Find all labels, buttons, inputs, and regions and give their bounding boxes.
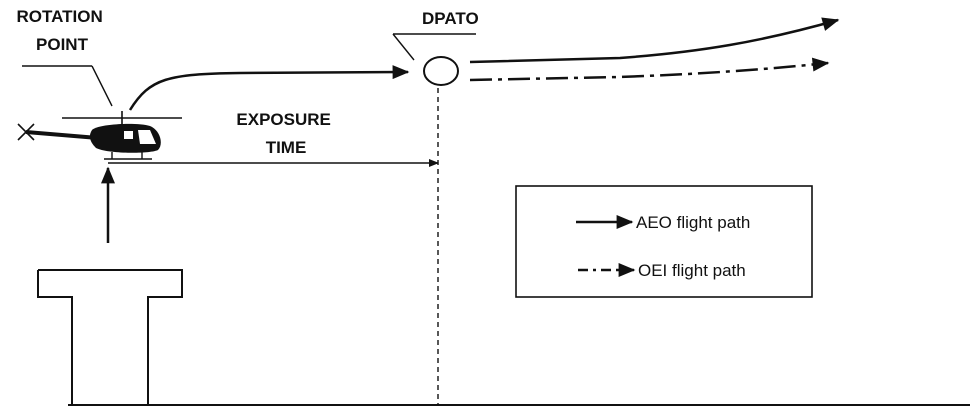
legend-aeo-label: AEO flight path [636,213,750,232]
rotation-point-leader [91,65,113,107]
rotation-point-label: ROTATION POINT [17,7,108,54]
helipad-platform [37,269,183,405]
exposure-time-label: EXPOSURE TIME [236,110,335,157]
dpato-point-circle [423,56,459,86]
dpato-label: DPATO [422,9,479,28]
rotation-to-dpato-path [128,65,410,111]
helicopter-icon [17,111,182,160]
legend-oei-label: OEI flight path [638,261,746,280]
dpato-leader [392,33,415,61]
aeo-flight-path [469,17,840,64]
legend: AEO flight path OEI flight path [515,185,813,298]
oei-flight-path [469,57,830,82]
legend-box [515,185,813,298]
